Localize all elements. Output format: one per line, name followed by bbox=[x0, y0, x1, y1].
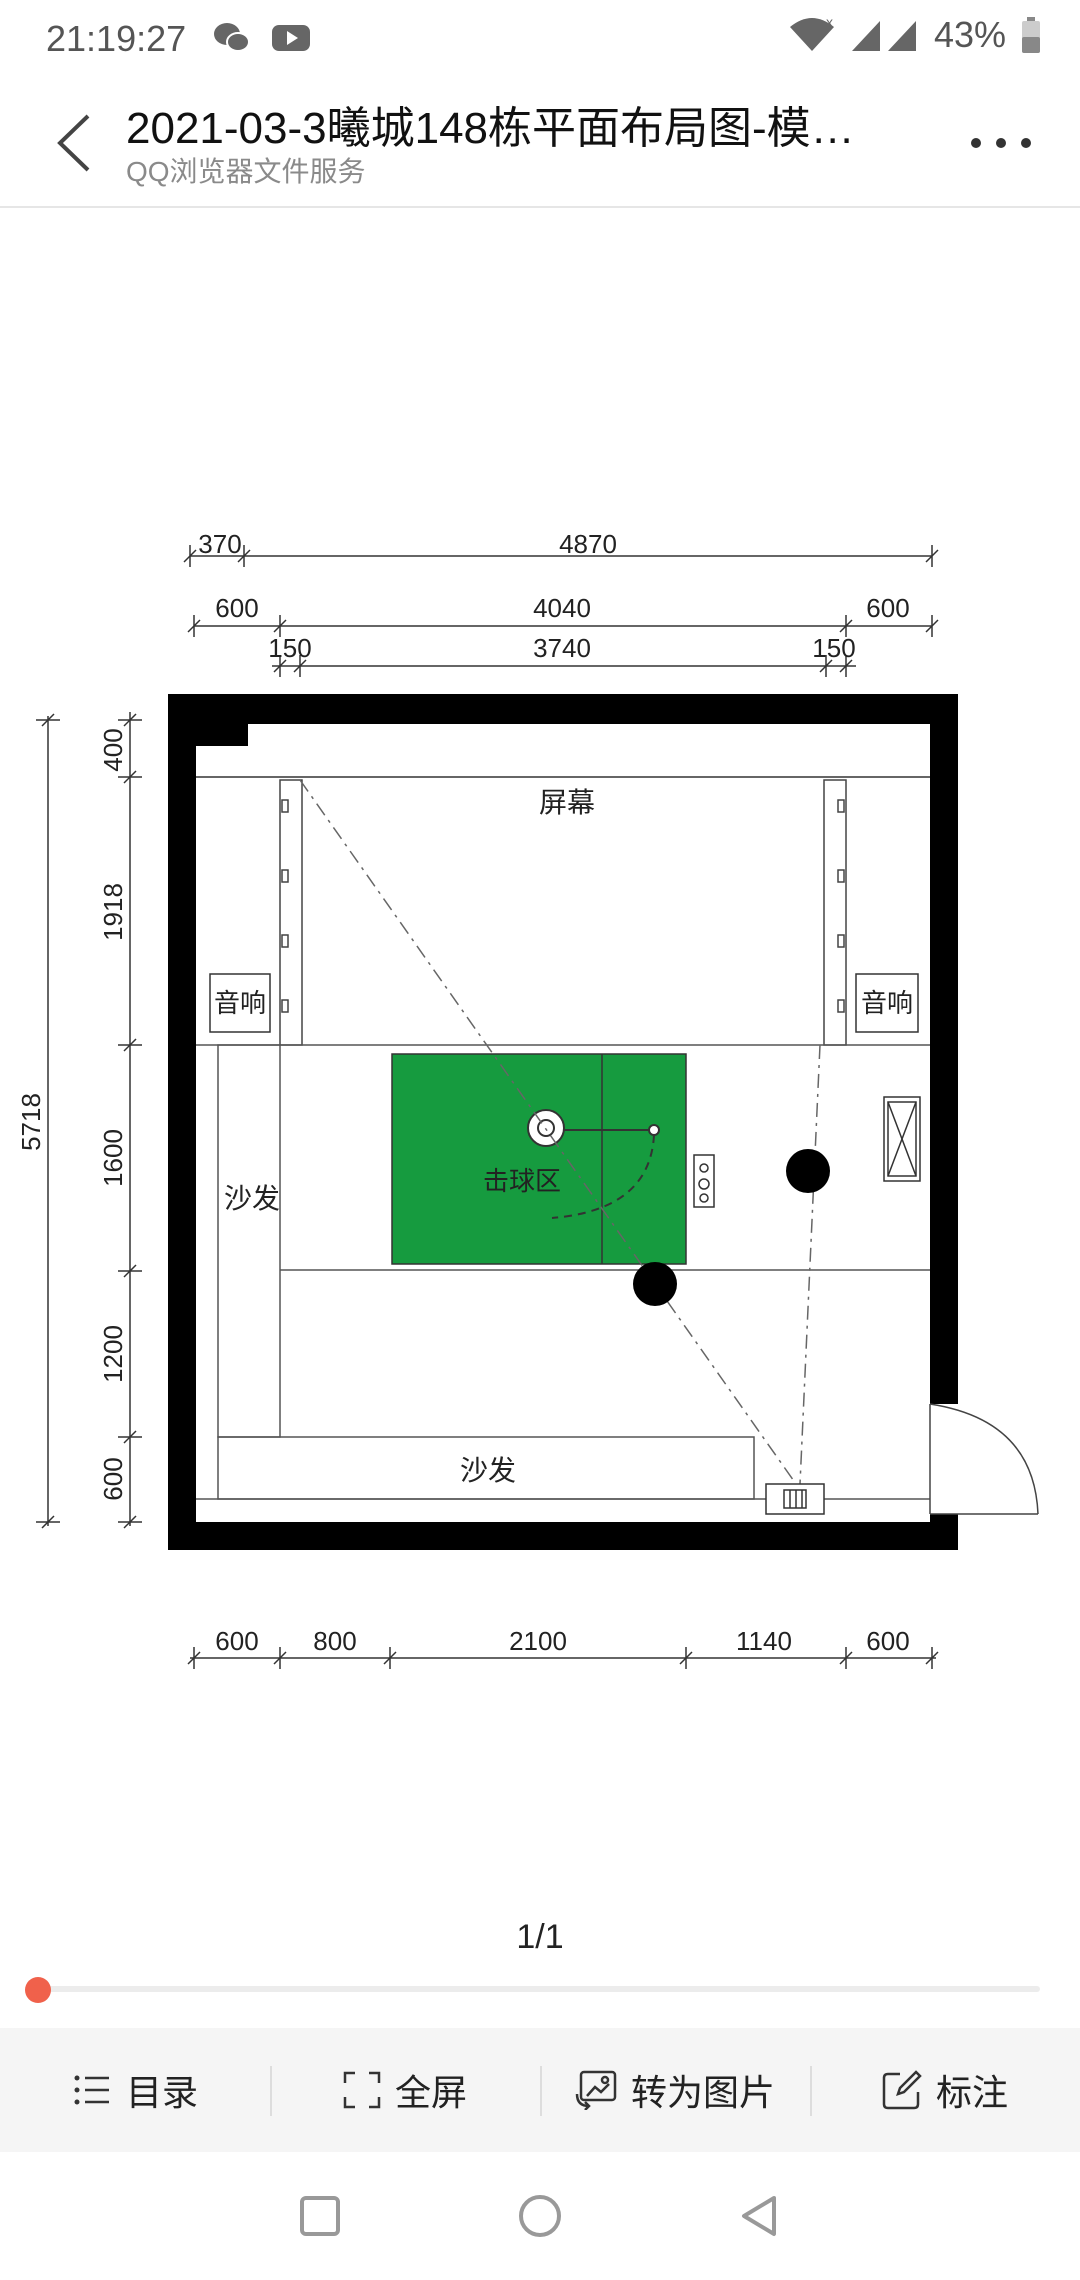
status-bar: 21:19:27 x 43% bbox=[0, 0, 1080, 80]
wechat-icon bbox=[214, 23, 250, 52]
app-header: 2021-03-3曦城148栋平面布局图-模… QQ浏览器文件服务 bbox=[0, 80, 1080, 208]
dim-top-150-left: 150 bbox=[268, 633, 311, 663]
dim-bottom-800: 800 bbox=[313, 1626, 356, 1656]
youtube-icon bbox=[272, 25, 310, 51]
top-dimension-row2 bbox=[187, 615, 939, 637]
dim-top-4870: 4870 bbox=[559, 529, 617, 559]
hitting-zone bbox=[391, 1053, 687, 1265]
dim-top-4040: 4040 bbox=[533, 593, 591, 623]
system-nav-bar bbox=[0, 2152, 1080, 2280]
page-progress-track[interactable] bbox=[26, 1986, 1040, 1992]
top-dimension-row3 bbox=[272, 655, 856, 677]
dim-left-600: 600 bbox=[98, 1457, 128, 1500]
recent-apps-square-icon[interactable] bbox=[290, 2186, 350, 2246]
dim-top-3740: 3740 bbox=[533, 633, 591, 663]
back-triangle-icon[interactable] bbox=[730, 2186, 790, 2246]
convert-to-image-label: 转为图片 bbox=[630, 2072, 775, 2113]
toc-label: 目录 bbox=[125, 2072, 198, 2113]
convert-to-image-button[interactable]: 转为图片 bbox=[540, 2028, 810, 2152]
wifi-icon: x bbox=[789, 15, 834, 51]
screen-label: 屏幕 bbox=[539, 787, 595, 818]
room-walls bbox=[168, 694, 958, 1550]
list-icon bbox=[74, 2075, 109, 2105]
back-chevron-icon[interactable] bbox=[48, 108, 108, 178]
image-convert-icon bbox=[575, 2070, 617, 2110]
dim-bottom-600-left: 600 bbox=[215, 1626, 258, 1656]
cabinet-icon bbox=[883, 1096, 921, 1182]
projector-icon bbox=[765, 1483, 825, 1515]
sofa-left-label: 沙发 bbox=[224, 1183, 280, 1214]
page-progress-knob[interactable] bbox=[25, 1977, 51, 2003]
dim-top-600-right: 600 bbox=[866, 593, 909, 623]
screen-frame-left bbox=[279, 779, 303, 1046]
top-dimension-row1 bbox=[183, 545, 939, 567]
speaker-left-box bbox=[209, 973, 271, 1033]
bottom-toolbar: 目录 全屏 转为图片 标注 bbox=[0, 2028, 1080, 2152]
launch-monitor-icon bbox=[693, 1154, 715, 1208]
dim-left-5718: 5718 bbox=[16, 1093, 46, 1151]
annotate-label: 标注 bbox=[935, 2072, 1008, 2113]
document-title: 2021-03-3曦城148栋平面布局图-模… bbox=[126, 104, 855, 153]
svg-text:x: x bbox=[826, 15, 833, 30]
hitting-zone-label: 击球区 bbox=[483, 1166, 561, 1196]
speaker-right-box bbox=[855, 973, 919, 1033]
fullscreen-icon bbox=[343, 2071, 381, 2109]
door-swing bbox=[929, 1403, 1039, 1515]
column-marker-1 bbox=[786, 1149, 830, 1193]
interior-lines bbox=[196, 1044, 930, 1500]
projection-lines bbox=[299, 779, 821, 1485]
annotate-edit-icon bbox=[882, 2070, 922, 2110]
speaker-left-label: 音响 bbox=[214, 988, 266, 1018]
sofa-bottom-label: 沙发 bbox=[460, 1455, 516, 1486]
battery-percent: 43% bbox=[933, 14, 1006, 55]
toc-button[interactable]: 目录 bbox=[0, 2028, 270, 2152]
document-source: QQ浏览器文件服务 bbox=[126, 156, 366, 187]
dim-top-150-right: 150 bbox=[812, 633, 855, 663]
dim-top-370: 370 bbox=[198, 529, 241, 559]
left-dimension-lines bbox=[36, 712, 142, 1529]
dim-bottom-600-right: 600 bbox=[866, 1626, 909, 1656]
status-time: 21:19:27 bbox=[46, 18, 187, 59]
battery-icon bbox=[1022, 17, 1040, 53]
dim-left-1918: 1918 bbox=[98, 883, 128, 941]
home-circle-icon[interactable] bbox=[510, 2186, 570, 2246]
dim-left-1200: 1200 bbox=[98, 1325, 128, 1383]
annotate-button[interactable]: 标注 bbox=[810, 2028, 1080, 2152]
screen-frame-right bbox=[823, 779, 847, 1046]
page-indicator: 1/1 bbox=[516, 1918, 564, 1956]
more-dots-icon[interactable] bbox=[966, 128, 1036, 158]
column-marker-2 bbox=[633, 1262, 677, 1306]
dim-bottom-2100: 2100 bbox=[509, 1626, 567, 1656]
floor-plan-drawing: 370 4870 600 4040 600 150 3740 150 5718 … bbox=[16, 529, 1039, 1669]
bottom-dimension-lines bbox=[187, 1647, 939, 1669]
dim-left-400: 400 bbox=[98, 728, 128, 771]
dim-top-600-left: 600 bbox=[215, 593, 258, 623]
fullscreen-button[interactable]: 全屏 bbox=[270, 2028, 540, 2152]
signal-icon bbox=[851, 21, 916, 51]
dim-left-1600: 1600 bbox=[98, 1129, 128, 1187]
fullscreen-label: 全屏 bbox=[394, 2072, 467, 2113]
dim-bottom-1140: 1140 bbox=[736, 1626, 792, 1656]
speaker-right-label: 音响 bbox=[861, 988, 913, 1018]
